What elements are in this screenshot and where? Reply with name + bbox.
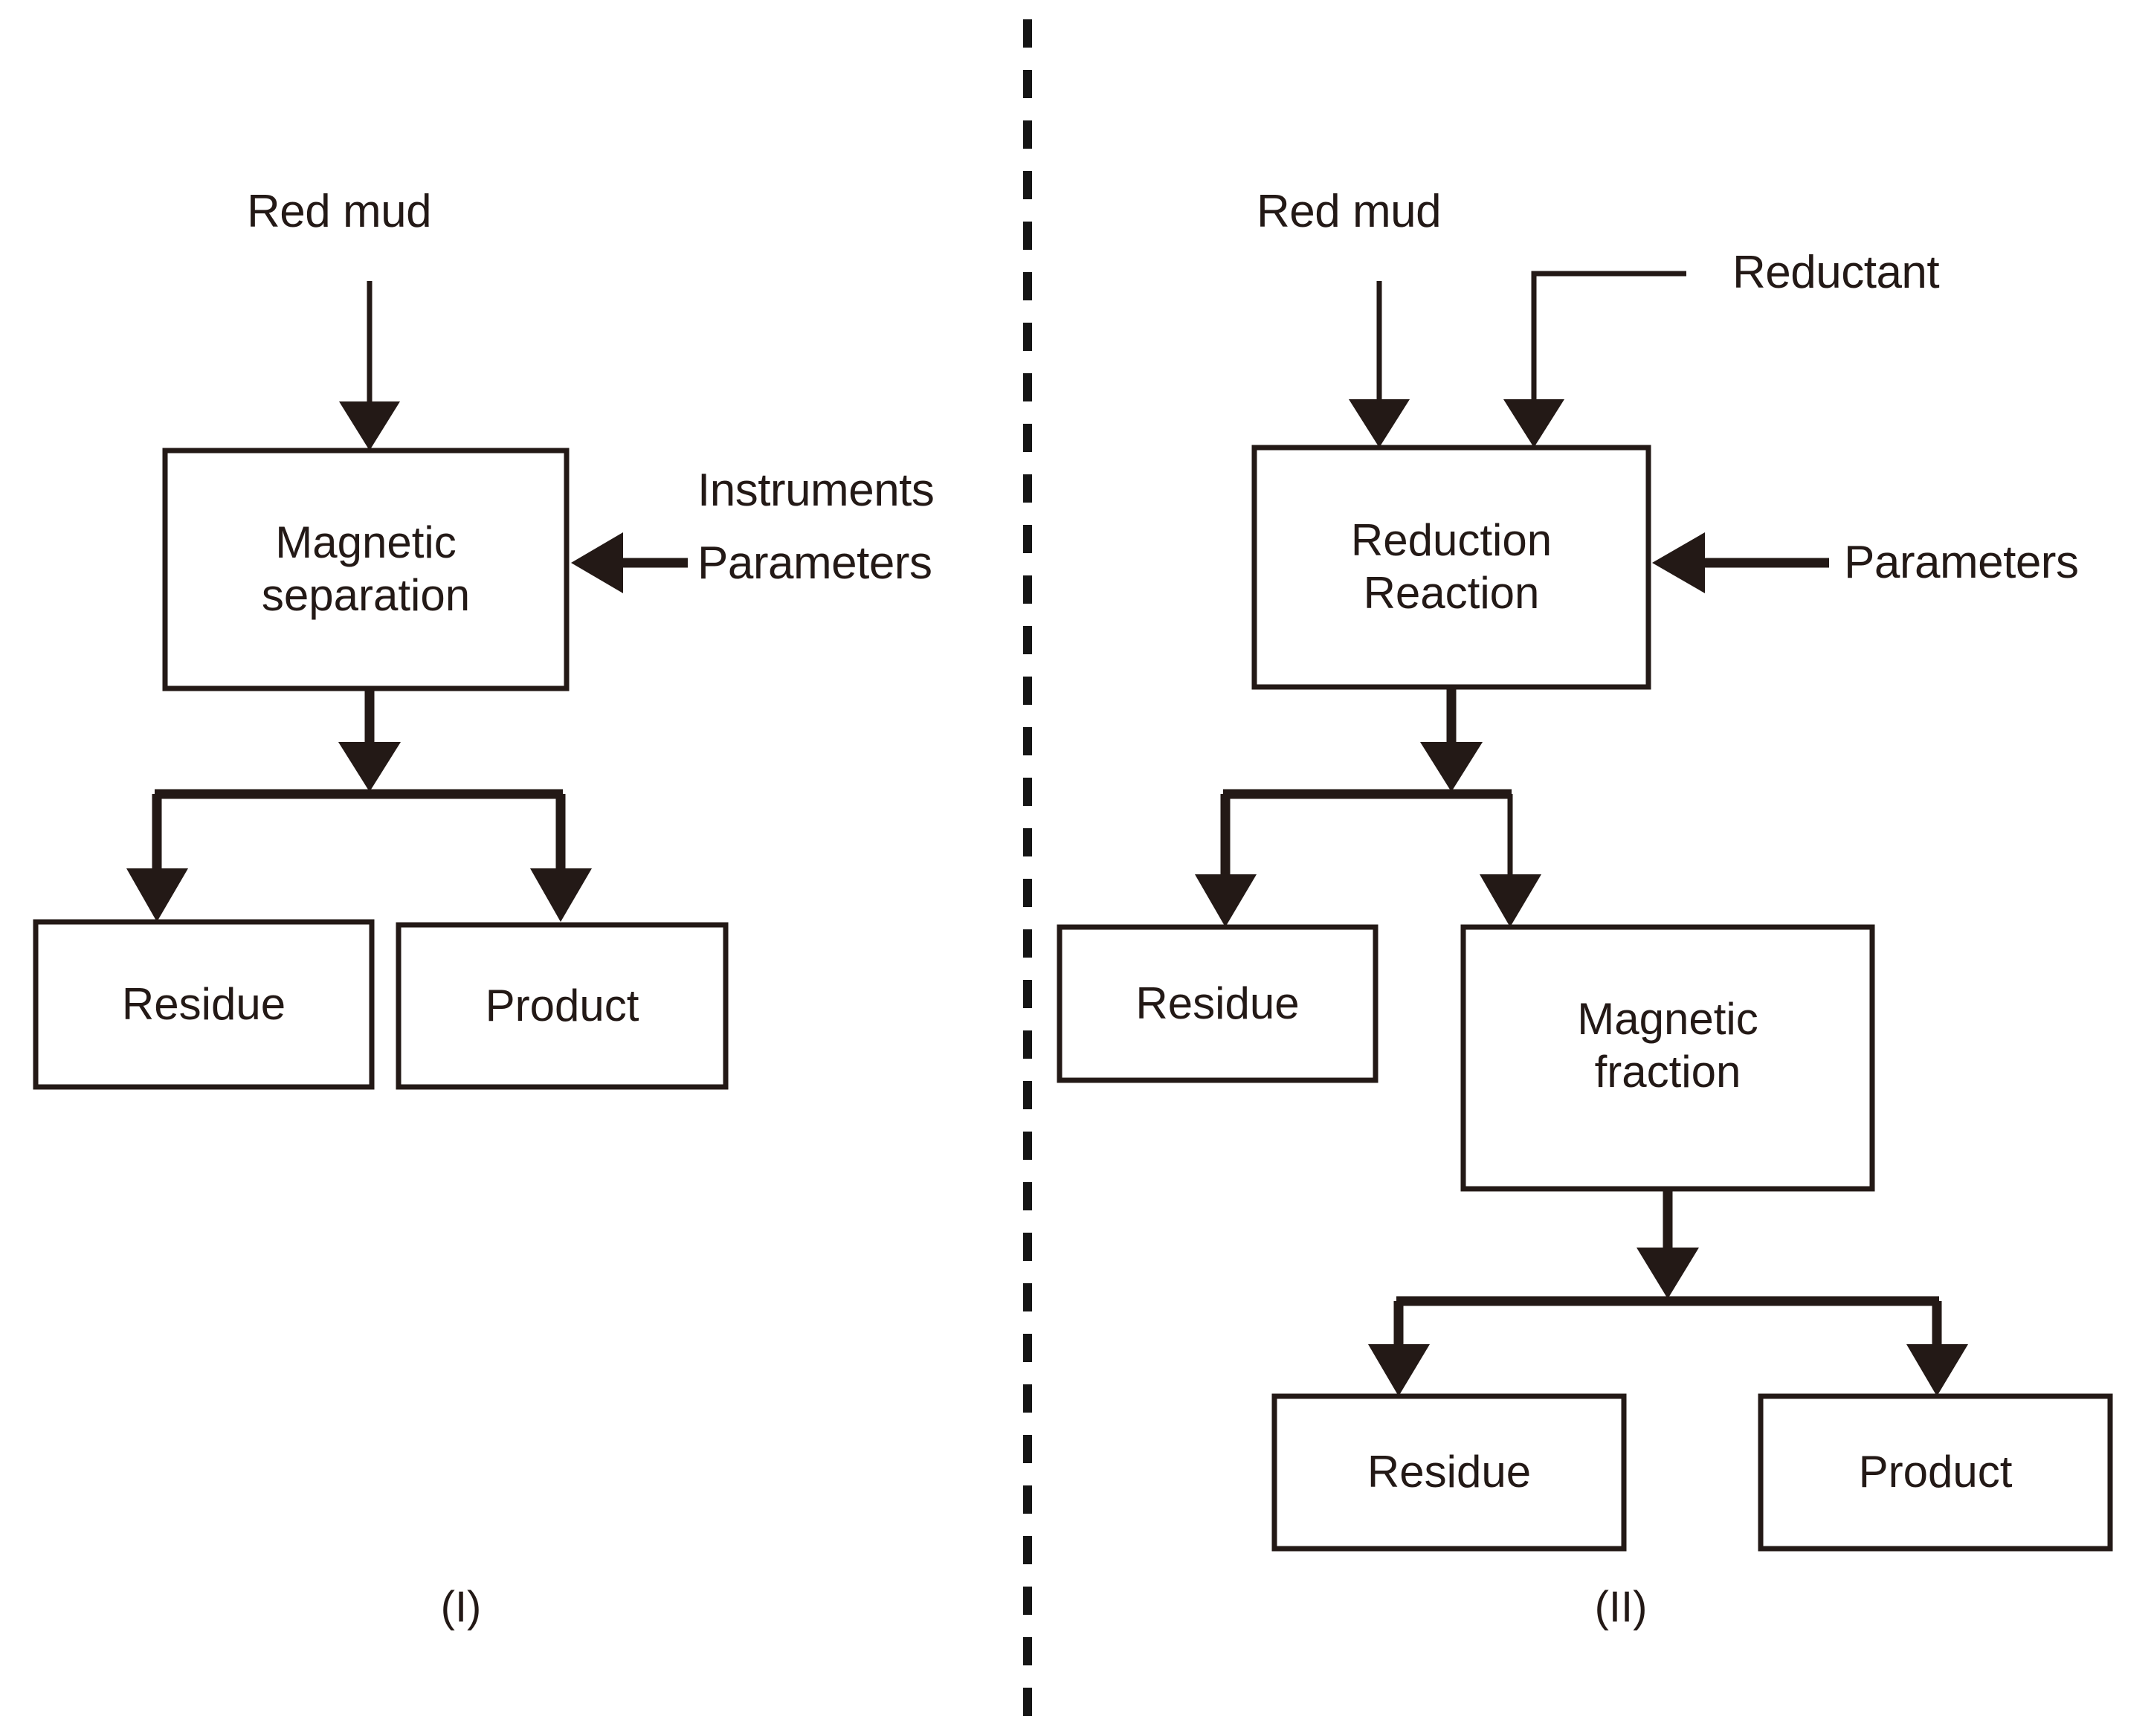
- node-residue-box-stage-two-rect: [1271, 1393, 1627, 1552]
- label-magnetic-separation-line1: Magnetic: [275, 517, 457, 568]
- edge-red-mud-to-reduction-reaction: [1349, 281, 1410, 448]
- edge-split-residue-product-panel-two: [1368, 1296, 1968, 1396]
- label-magnetic-fraction-line1: Magnetic: [1577, 994, 1758, 1045]
- caption-panel-two: (II): [1594, 1583, 1648, 1631]
- label-residue-panel-one-text: Residue: [121, 978, 286, 1029]
- label-reduction-reaction-line2: Reaction: [1363, 568, 1540, 618]
- label-reductant: Reductant: [1732, 247, 1940, 298]
- label-red-mud-panel-two: Red mud: [1257, 186, 1442, 237]
- label-residue-panel-one: Residue: [36, 922, 372, 1087]
- edge-split-residue-product-panel-one: [126, 789, 592, 922]
- label-product-panel-one-text: Product: [485, 980, 639, 1030]
- label-residue-stage-two: Residue: [1274, 1396, 1624, 1549]
- label-magnetic-separation: Magnetic separation: [165, 451, 567, 688]
- label-red-mud-panel-one: Red mud: [247, 186, 432, 237]
- label-magnetic-fraction: Magnetic fraction: [1463, 938, 1872, 1154]
- edge-magnetic-separation-to-split: [338, 688, 401, 792]
- edge-red-mud-to-magnetic-separation: [339, 281, 400, 451]
- label-residue-stage-one: Residue: [1060, 927, 1376, 1080]
- edge-instruments-parameters-to-magnetic-separation: [571, 532, 688, 593]
- edge-reduction-reaction-to-split: [1420, 687, 1483, 792]
- label-magnetic-fraction-line2: fraction: [1594, 1047, 1741, 1097]
- node-residue-box-stage-one: [1057, 924, 1379, 1083]
- node-residue-box-panel-one: [33, 919, 375, 1090]
- label-product-panel-two: Product: [1761, 1396, 2110, 1549]
- label-residue-stage-one-text: Residue: [1135, 978, 1300, 1028]
- edge-magnetic-fraction-to-split: [1637, 1189, 1699, 1299]
- node-product-box-panel-two: [1758, 1393, 2113, 1552]
- edge-split-residue-magnetic-fraction: [1195, 789, 1541, 927]
- label-instruments-panel-one: Instruments: [697, 465, 935, 516]
- node-product-box-panel-one: [396, 922, 729, 1090]
- label-reduction-reaction-line1: Reduction: [1350, 515, 1552, 566]
- label-parameters-panel-one: Parameters: [697, 538, 932, 589]
- label-product-panel-two-text: Product: [1858, 1447, 2013, 1497]
- edge-reductant-to-reduction-reaction: [1503, 271, 1686, 448]
- label-parameters-panel-two: Parameters: [1844, 537, 2079, 588]
- node-magnetic-fraction-box: [1460, 924, 1875, 1192]
- node-magnetic-separation-box: [162, 448, 570, 691]
- label-product-panel-one: Product: [399, 925, 726, 1087]
- label-residue-stage-two-text: Residue: [1367, 1447, 1532, 1497]
- node-reduction-reaction-box: [1251, 445, 1651, 690]
- caption-panel-one: (I): [440, 1583, 482, 1631]
- label-reduction-reaction: Reduction Reaction: [1254, 448, 1648, 687]
- edge-parameters-to-reduction-reaction: [1652, 532, 1829, 593]
- label-magnetic-separation-line2: separation: [261, 570, 471, 620]
